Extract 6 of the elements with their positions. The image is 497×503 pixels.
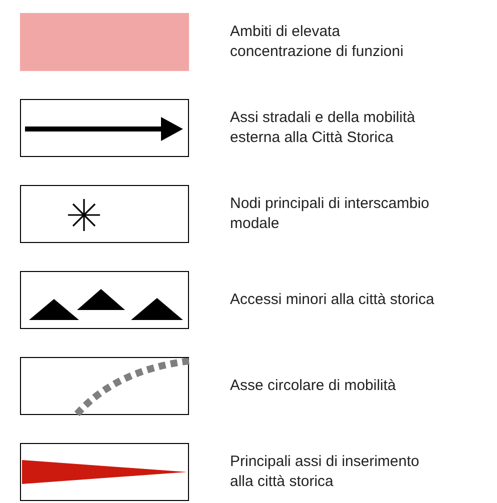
legend-text: Accessi minori alla città storica <box>230 290 436 310</box>
legend-text: Principali assi di inserimento alla città storica <box>230 452 420 492</box>
legend-text: Nodi principali di interscambio modale <box>230 194 430 234</box>
legend-text: Asse circolare di mobilità <box>230 376 397 396</box>
legend-text: Assi stradali e della mobilità esterna alla Città Storica <box>230 108 416 148</box>
legend-text: Ambiti di elevata concentrazione di funzioni <box>230 22 404 62</box>
